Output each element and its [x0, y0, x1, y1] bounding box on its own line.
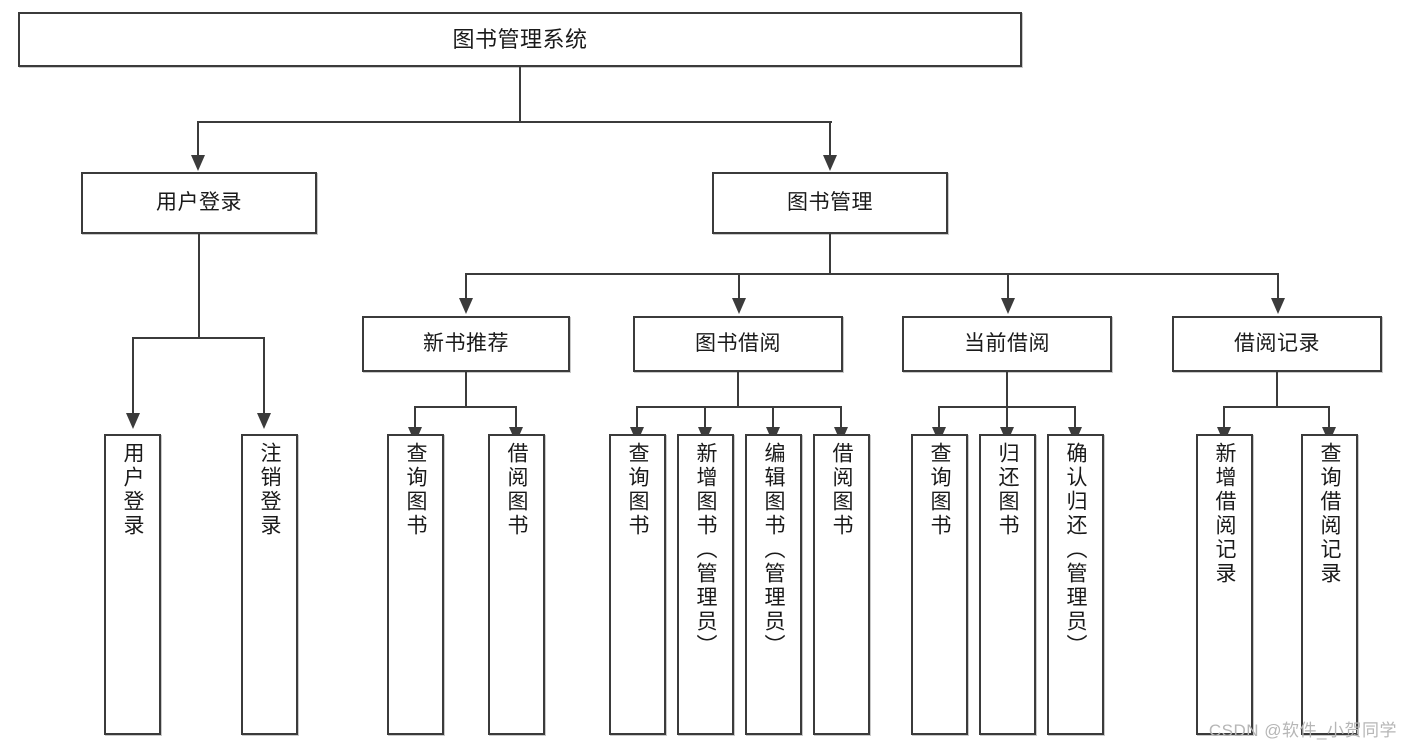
connector-user-login-child-1	[132, 337, 134, 415]
arrowhead-user-login	[191, 155, 205, 171]
connector-current-child-1	[938, 406, 940, 429]
leaf-cb-return-book[interactable]: 归还图书	[979, 434, 1036, 735]
leaf-nb-borrow-book-label: 借阅图书	[505, 442, 528, 538]
node-book-management[interactable]: 图书管理	[712, 172, 948, 234]
connector-records-child-2	[1328, 406, 1330, 429]
node-root[interactable]: 图书管理系统	[18, 12, 1022, 67]
connector-level3-bus	[466, 273, 1278, 275]
connector-new-book-bus	[415, 406, 516, 408]
leaf-bb-borrow-book-label: 借阅图书	[830, 442, 853, 538]
node-book-management-label: 图书管理	[787, 190, 873, 214]
leaf-cb-query-book[interactable]: 查询图书	[911, 434, 968, 735]
connector-borrow-child-2	[704, 406, 706, 429]
connector-records-bus	[1224, 406, 1329, 408]
connector-borrow-child-1	[636, 406, 638, 429]
leaf-logout-label: 注销登录	[258, 442, 281, 538]
leaf-bb-borrow-book[interactable]: 借阅图书	[813, 434, 870, 735]
leaf-user-login[interactable]: 用户登录	[104, 434, 161, 735]
connector-level1-bus	[198, 121, 832, 123]
connector-current-child-2	[1006, 406, 1008, 429]
connector-book-mgmt-stem	[829, 234, 831, 274]
node-new-book-recommend[interactable]: 新书推荐	[362, 316, 570, 372]
connector-to-book-mgmt	[829, 121, 831, 157]
connector-records-stem	[1276, 372, 1278, 407]
leaf-bb-add-book-label: 新增图书（管理员）	[694, 442, 717, 658]
leaf-cb-confirm-return[interactable]: 确认归还（管理员）	[1047, 434, 1104, 735]
leaf-bb-edit-book-label: 编辑图书（管理员）	[762, 442, 785, 658]
connector-user-login-child-2	[263, 337, 265, 415]
leaf-cb-confirm-return-label: 确认归还（管理员）	[1064, 442, 1087, 658]
connector-borrow-stem	[737, 372, 739, 407]
node-root-label: 图书管理系统	[452, 26, 588, 52]
connector-borrow-child-3	[772, 406, 774, 429]
arrowhead-book-mgmt	[823, 155, 837, 171]
connector-to-user-login	[197, 121, 199, 157]
leaf-bb-query-book-label: 查询图书	[626, 442, 649, 538]
leaf-cb-return-book-label: 归还图书	[996, 442, 1019, 538]
arrowhead-current	[1001, 298, 1015, 314]
arrowhead-leaf-logout	[257, 413, 271, 429]
arrowhead-records	[1271, 298, 1285, 314]
connector-root-stem	[519, 67, 521, 122]
node-current-borrow-label: 当前借阅	[964, 331, 1050, 355]
connector-borrow-bus	[637, 406, 841, 408]
arrowhead-borrow	[732, 298, 746, 314]
leaf-bb-edit-book[interactable]: 编辑图书（管理员）	[745, 434, 802, 735]
connector-user-login-bus	[133, 337, 264, 339]
node-user-login[interactable]: 用户登录	[81, 172, 317, 234]
connector-to-new-book	[465, 273, 467, 300]
leaf-nb-query-book[interactable]: 查询图书	[387, 434, 444, 735]
arrowhead-new-book	[459, 298, 473, 314]
arrowhead-leaf-user-login	[126, 413, 140, 429]
leaf-user-login-label: 用户登录	[121, 442, 144, 538]
connector-new-book-child-2	[515, 406, 517, 429]
connector-current-child-3	[1074, 406, 1076, 429]
node-current-borrow[interactable]: 当前借阅	[902, 316, 1112, 372]
connector-to-records	[1277, 273, 1279, 300]
leaf-logout[interactable]: 注销登录	[241, 434, 298, 735]
leaf-cb-query-book-label: 查询图书	[928, 442, 951, 538]
connector-to-current	[1007, 273, 1009, 300]
leaf-rc-query-record[interactable]: 查询借阅记录	[1301, 434, 1358, 735]
node-book-borrow[interactable]: 图书借阅	[633, 316, 843, 372]
node-user-login-label: 用户登录	[156, 190, 242, 214]
connector-new-book-child-1	[414, 406, 416, 429]
leaf-nb-borrow-book[interactable]: 借阅图书	[488, 434, 545, 735]
leaf-rc-query-record-label: 查询借阅记录	[1318, 442, 1341, 586]
connector-borrow-child-4	[840, 406, 842, 429]
leaf-rc-add-record-label: 新增借阅记录	[1213, 442, 1236, 586]
node-new-book-recommend-label: 新书推荐	[423, 331, 509, 355]
leaf-rc-add-record[interactable]: 新增借阅记录	[1196, 434, 1253, 735]
leaf-bb-query-book[interactable]: 查询图书	[609, 434, 666, 735]
node-borrow-records[interactable]: 借阅记录	[1172, 316, 1382, 372]
connector-new-book-stem	[465, 372, 467, 407]
connector-records-child-1	[1223, 406, 1225, 429]
leaf-nb-query-book-label: 查询图书	[404, 442, 427, 538]
node-book-borrow-label: 图书借阅	[695, 331, 781, 355]
node-borrow-records-label: 借阅记录	[1234, 331, 1320, 355]
connector-to-borrow	[738, 273, 740, 300]
connector-current-stem	[1006, 372, 1008, 407]
connector-user-login-stem	[198, 234, 200, 338]
leaf-bb-add-book[interactable]: 新增图书（管理员）	[677, 434, 734, 735]
